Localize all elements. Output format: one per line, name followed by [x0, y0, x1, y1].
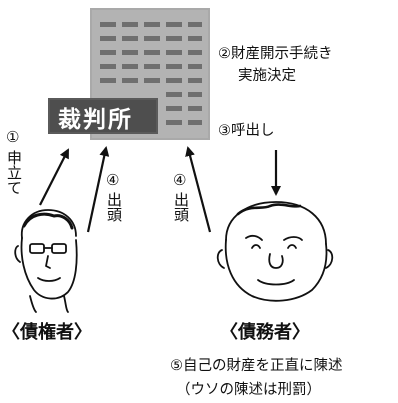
step1-number: ①	[6, 128, 20, 146]
building-windows	[100, 22, 202, 125]
step2-label-line1: ②財産開示手続き	[218, 46, 333, 62]
arrow-debtor-appear	[185, 146, 212, 233]
step4-debtor-label: 出頭	[172, 192, 190, 222]
step4-creditor-number: ④	[106, 171, 120, 189]
arrow-creditor-appear	[86, 146, 110, 233]
step5-note: （ウソの陳述は刑罰）	[176, 382, 321, 398]
creditor-face-icon	[14, 209, 78, 313]
step5-label: ⑤自己の財産を正直に陳述	[170, 358, 343, 374]
step1-label: 申立て	[5, 150, 23, 195]
creditor-label: 〈債権者〉	[2, 322, 92, 343]
arrow-petition	[39, 148, 69, 206]
step3-label: ③呼出し	[218, 123, 275, 139]
court-sign-label: 裁判所	[58, 107, 133, 133]
debtor-label: 〈債務者〉	[220, 322, 310, 343]
step2-label-line2: 実施決定	[238, 68, 296, 84]
debtor-face-icon	[216, 201, 334, 302]
step4-creditor-label: 出頭	[105, 192, 123, 222]
step4-debtor-number: ④	[173, 171, 187, 189]
court-building-icon	[48, 8, 210, 140]
